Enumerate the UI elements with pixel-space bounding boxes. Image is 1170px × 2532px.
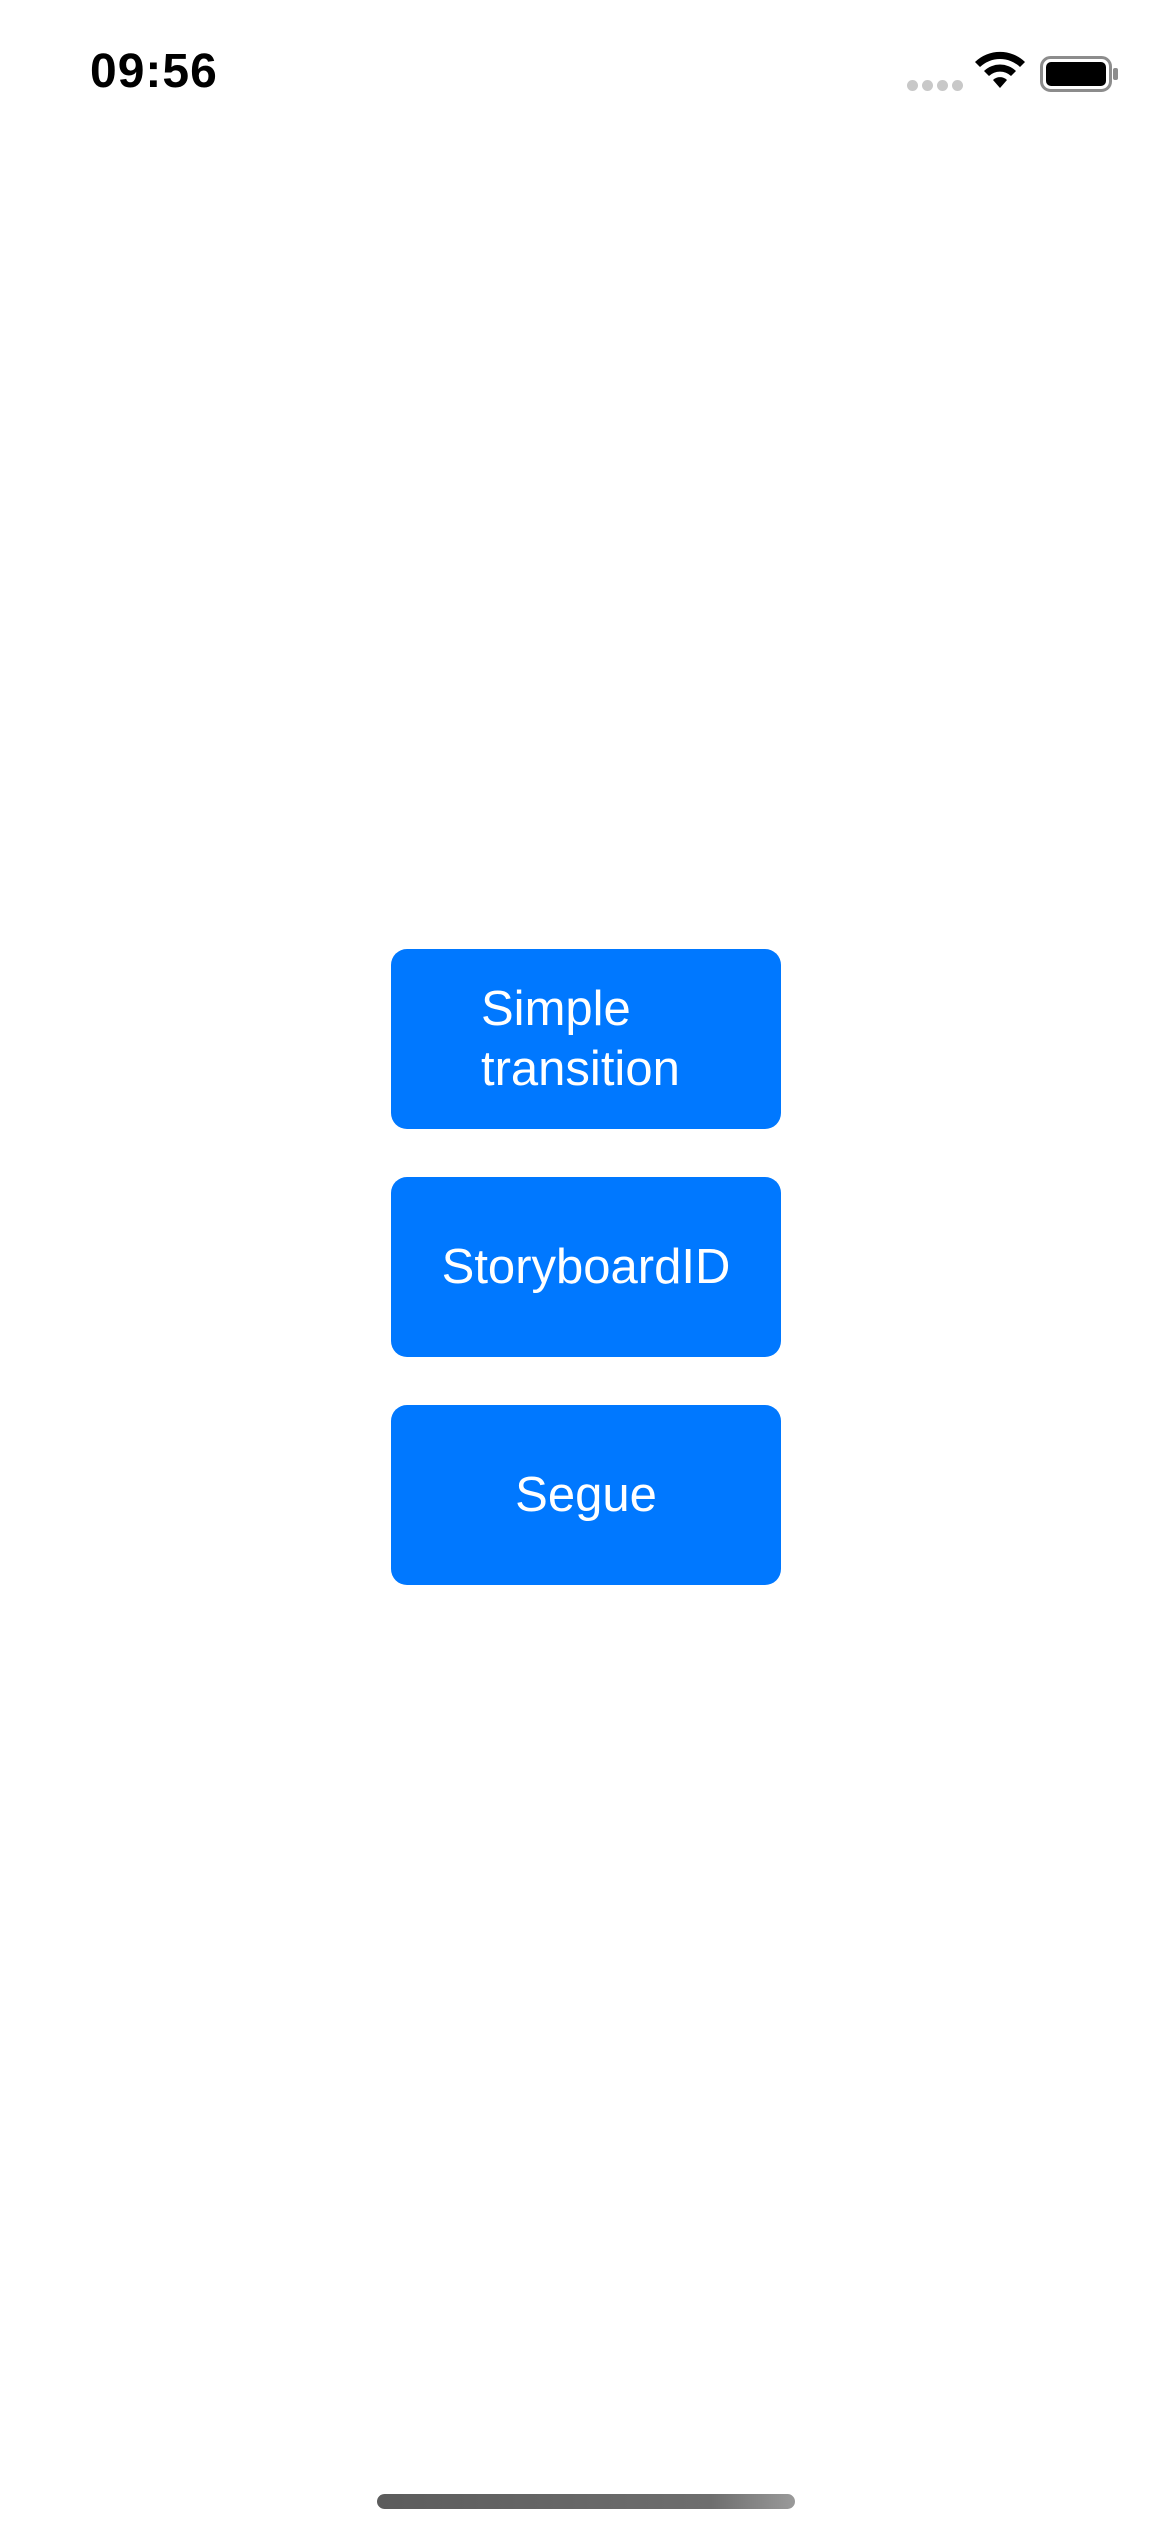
signal-dots-icon [907,80,963,92]
storyboard-id-button[interactable]: StoryboardID [391,1177,781,1357]
simple-transition-button[interactable]: Simple transition [391,949,781,1129]
button-stack: Simple transition StoryboardID Segue [391,949,781,1633]
battery-full-icon [1040,56,1118,92]
segue-button[interactable]: Segue [391,1405,781,1585]
home-indicator[interactable] [377,2494,795,2509]
status-bar: 09:56 [0,0,1170,150]
segue-label: Segue [515,1468,657,1522]
status-time: 09:56 [90,45,218,98]
simple-transition-label: Simple transition [481,982,680,1096]
wifi-icon [975,51,1025,88]
storyboard-id-label: StoryboardID [441,1240,731,1294]
